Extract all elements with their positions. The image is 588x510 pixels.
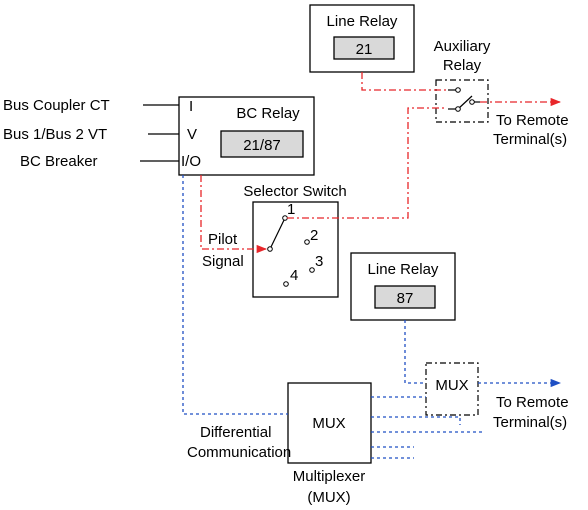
to-remote-top-line1: To Remote xyxy=(496,112,569,129)
line-relay-21-to-aux-relay-path xyxy=(361,72,446,91)
line-relay-21-element xyxy=(333,36,395,60)
selector-terminal-2 xyxy=(304,239,310,245)
mux-main: MUX xyxy=(287,382,372,464)
input-bc-breaker: BC Breaker xyxy=(20,153,98,170)
mux-caption-line2: (MUX) xyxy=(307,489,350,506)
bc-relay-port-i: I xyxy=(189,98,193,115)
mux-caption-line1: Multiplexer xyxy=(293,468,366,485)
selector-position-2: 2 xyxy=(310,227,318,244)
line-relay-87-title: Line Relay xyxy=(368,261,439,278)
differential-communication-line1: Differential xyxy=(200,424,271,441)
mux-channel-2 xyxy=(371,416,461,425)
bc-relay-port-io: I/O xyxy=(181,153,201,170)
selector-position-4: 4 xyxy=(290,267,298,284)
line-relay-21-title: Line Relay xyxy=(327,13,398,30)
auxiliary-relay-label-1: Auxiliary xyxy=(434,38,491,55)
selector-terminal-3 xyxy=(309,267,315,273)
bc-relay-code: 21/87 xyxy=(243,137,281,154)
mux-small-label: MUX xyxy=(435,377,468,394)
differential-communication-line2: Communication xyxy=(187,444,291,461)
line-relay-87: Line Relay 87 xyxy=(350,252,456,321)
input-bus-coupler-ct: Bus Coupler CT xyxy=(3,97,110,114)
pilot-signal-line2: Signal xyxy=(202,253,244,270)
bc-relay-element xyxy=(220,130,304,158)
to-remote-top-line2: Terminal(s) xyxy=(493,131,567,148)
line-relay-21: Line Relay 21 xyxy=(309,4,415,73)
bc-relay-title: BC Relay xyxy=(236,105,300,122)
selector-terminal-4 xyxy=(283,281,289,287)
to-remote-bottom-line1: To Remote xyxy=(496,394,569,411)
bc-relay-to-mux-path xyxy=(182,175,288,415)
selector-position-1: 1 xyxy=(287,201,295,218)
mux-main-label: MUX xyxy=(312,415,345,432)
mux-small: MUX xyxy=(425,362,479,416)
selector-switch-title: Selector Switch xyxy=(243,183,346,200)
input-bus-vt: Bus 1/Bus 2 VT xyxy=(3,126,107,143)
auxiliary-relay xyxy=(435,79,489,123)
line-relay-21-code: 21 xyxy=(356,41,373,58)
line-relay-87-code: 87 xyxy=(397,290,414,307)
to-remote-bottom-line2: Terminal(s) xyxy=(493,414,567,431)
line-relay-87-element xyxy=(374,285,436,309)
line-relay-87-to-mux-path xyxy=(404,320,426,384)
selector-common-terminal xyxy=(267,246,273,252)
auxiliary-relay-label-2: Relay xyxy=(443,57,482,74)
selector-position-3: 3 xyxy=(315,253,323,270)
selector-to-aux-relay-path xyxy=(287,107,446,219)
bc-relay-port-v: V xyxy=(187,126,197,143)
pilot-signal-line1: Pilot xyxy=(208,231,238,248)
bc-relay: BC Relay 21/87 I V I/O xyxy=(178,96,315,176)
